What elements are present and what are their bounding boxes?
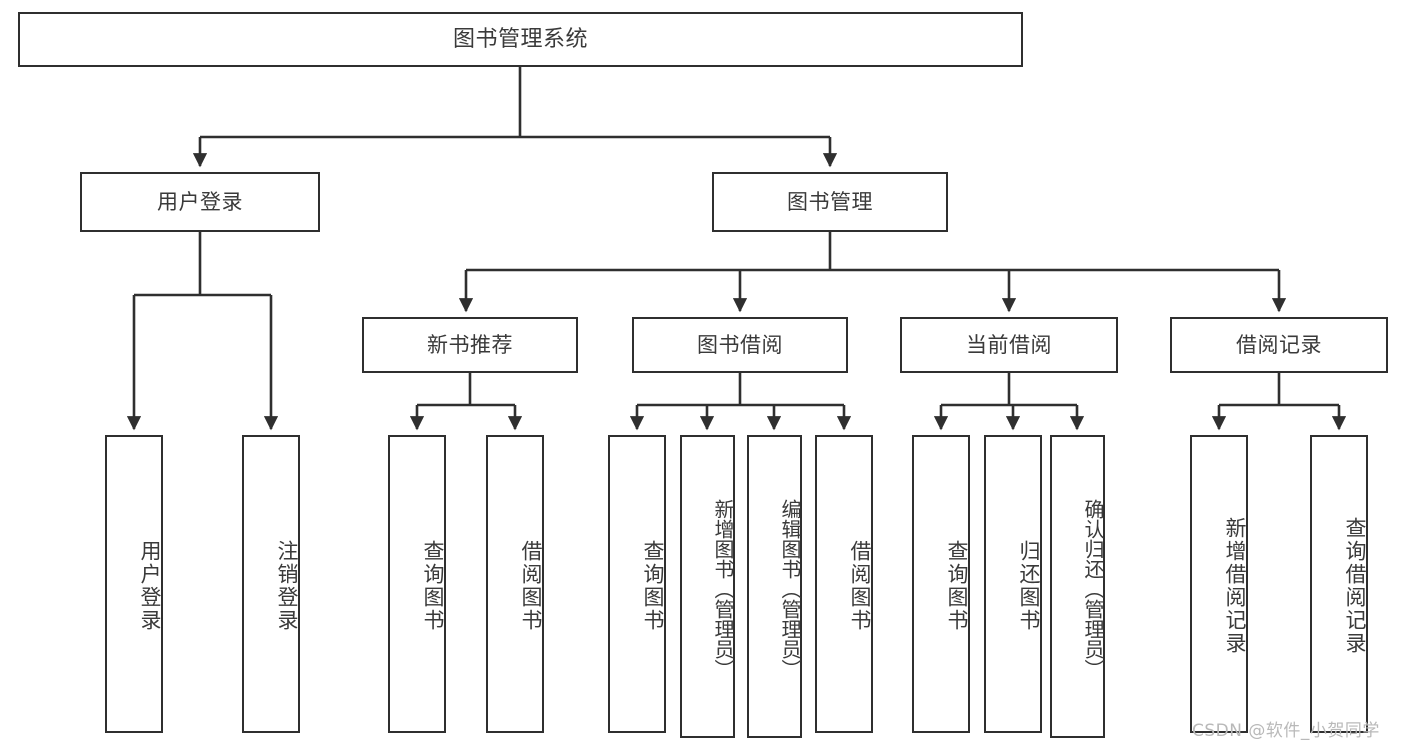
node-new-book-recommend[interactable]: 新书推荐 <box>362 317 578 373</box>
leaf-edit-book-admin[interactable]: 编辑图书（管理员） <box>747 435 802 738</box>
node-label: 查询图书 <box>641 540 665 632</box>
leaf-query-books-borrow[interactable]: 查询图书 <box>608 435 666 733</box>
node-label: 借阅图书 <box>519 540 543 632</box>
node-root-system[interactable]: 图书管理系统 <box>18 12 1023 67</box>
leaf-logout[interactable]: 注销登录 <box>242 435 300 733</box>
node-book-borrow[interactable]: 图书借阅 <box>632 317 848 373</box>
node-label: 查询图书 <box>421 540 445 632</box>
node-label: 查询图书 <box>945 540 969 632</box>
node-label: 借阅记录 <box>1236 332 1322 357</box>
node-label: 查询借阅记录 <box>1343 517 1367 655</box>
node-label: 图书借阅 <box>697 332 783 357</box>
leaf-query-books-current[interactable]: 查询图书 <box>912 435 970 733</box>
leaf-user-login[interactable]: 用户登录 <box>105 435 163 733</box>
node-label: 用户登录 <box>157 189 243 214</box>
node-label: 借阅图书 <box>848 540 872 632</box>
leaf-add-borrow-record[interactable]: 新增借阅记录 <box>1190 435 1248 733</box>
node-book-management[interactable]: 图书管理 <box>712 172 948 232</box>
leaf-confirm-return-admin[interactable]: 确认归还（管理员） <box>1050 435 1105 738</box>
node-label: 图书管理系统 <box>452 26 588 52</box>
leaf-lend-books[interactable]: 借阅图书 <box>815 435 873 733</box>
leaf-return-books[interactable]: 归还图书 <box>984 435 1042 733</box>
node-label: 确认归还（管理员） <box>1081 498 1105 679</box>
node-label: 新增借阅记录 <box>1223 517 1247 655</box>
node-borrow-records[interactable]: 借阅记录 <box>1170 317 1388 373</box>
node-current-borrow[interactable]: 当前借阅 <box>900 317 1118 373</box>
node-label: 归还图书 <box>1017 540 1041 632</box>
leaf-add-book-admin[interactable]: 新增图书（管理员） <box>680 435 735 738</box>
node-label: 新书推荐 <box>427 332 513 357</box>
node-label: 注销登录 <box>275 540 299 632</box>
node-label: 编辑图书（管理员） <box>778 498 802 679</box>
node-user-login[interactable]: 用户登录 <box>80 172 320 232</box>
node-label: 当前借阅 <box>966 332 1052 357</box>
leaf-query-books-newbook[interactable]: 查询图书 <box>388 435 446 733</box>
leaf-borrow-books-newbook[interactable]: 借阅图书 <box>486 435 544 733</box>
leaf-query-borrow-record[interactable]: 查询借阅记录 <box>1310 435 1368 733</box>
node-label: 用户登录 <box>138 540 162 632</box>
node-label: 新增图书（管理员） <box>711 498 735 679</box>
node-label: 图书管理 <box>787 189 873 214</box>
